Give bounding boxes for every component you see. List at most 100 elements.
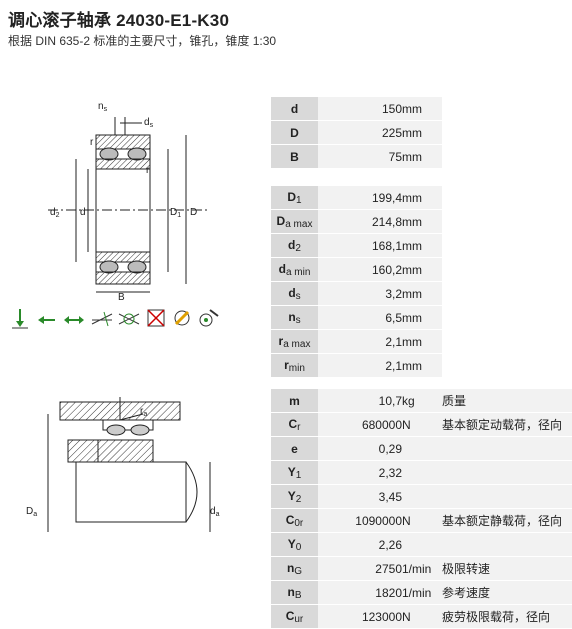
param-symbol: D bbox=[287, 189, 297, 204]
param-subscript: s bbox=[295, 314, 301, 326]
param-symbol: Y bbox=[287, 488, 296, 503]
param-value: 150 bbox=[318, 97, 402, 121]
param-symbol: C bbox=[285, 608, 295, 623]
param-name: d bbox=[271, 97, 318, 121]
label-ns: ns bbox=[98, 101, 108, 113]
bearing-dimension-drawing: ns ds r r d2 d D1 D B bbox=[8, 97, 240, 302]
param-symbol: B bbox=[290, 149, 299, 164]
param-subscript: 0 bbox=[295, 541, 302, 553]
label-Da: Da bbox=[26, 506, 37, 518]
param-name: nB bbox=[271, 580, 318, 605]
param-unit: mm bbox=[402, 329, 442, 354]
param-value: 199,4 bbox=[318, 186, 402, 210]
param-value: 2750 bbox=[318, 556, 402, 581]
param-value: 75 bbox=[318, 144, 402, 169]
param-subscript: G bbox=[294, 565, 303, 577]
param-name: Y0 bbox=[271, 532, 318, 557]
param-value: 168,1 bbox=[318, 233, 402, 258]
not-separable-icon bbox=[147, 309, 165, 327]
param-unit: mm bbox=[402, 144, 442, 169]
param-subscript: ur bbox=[294, 613, 304, 625]
param-name: Y2 bbox=[271, 484, 318, 509]
param-subscript: s bbox=[295, 290, 301, 302]
param-name: C0r bbox=[271, 508, 318, 533]
param-value: 2,1 bbox=[318, 353, 402, 378]
param-unit: mm bbox=[402, 305, 442, 330]
param-symbol: Y bbox=[287, 536, 296, 551]
param-subscript: a max bbox=[285, 218, 313, 230]
param-name: Cur bbox=[271, 604, 318, 629]
param-description: 基本额定静载荷，径向 bbox=[442, 508, 572, 533]
axial-load-both-icon bbox=[64, 316, 84, 324]
bearing-dimension-drawing-panel: ns ds r r d2 d D1 D B bbox=[8, 97, 240, 302]
param-name: B bbox=[271, 144, 318, 169]
param-unit: mm bbox=[402, 233, 442, 258]
param-subscript: min bbox=[288, 362, 305, 374]
label-r-right: r bbox=[146, 165, 150, 176]
param-symbol: C bbox=[288, 416, 298, 431]
param-name: Da max bbox=[271, 209, 318, 234]
label-D: D bbox=[190, 207, 197, 218]
param-value: 2,26 bbox=[318, 532, 402, 557]
param-unit: kg bbox=[402, 389, 442, 413]
param-name: D1 bbox=[271, 186, 318, 210]
misalignment-icon bbox=[91, 311, 113, 327]
mounting-dimension-drawing-panel: ra Da da bbox=[8, 342, 240, 600]
param-value: 1820 bbox=[318, 580, 402, 605]
param-symbol: D bbox=[276, 213, 286, 228]
page-title: 调心滚子轴承 24030-E1-K30 bbox=[8, 11, 230, 30]
param-value: 3,45 bbox=[318, 484, 402, 509]
param-symbol: d bbox=[288, 285, 296, 300]
param-symbol: d bbox=[290, 101, 299, 116]
param-subscript: B bbox=[294, 589, 302, 601]
param-name: m bbox=[271, 389, 318, 413]
param-name: Y1 bbox=[271, 460, 318, 485]
label-da: da bbox=[210, 506, 220, 518]
label-ds: ds bbox=[144, 117, 154, 129]
param-name: e bbox=[271, 436, 318, 461]
param-unit: mm bbox=[402, 97, 442, 121]
label-r-top: r bbox=[90, 137, 94, 148]
param-unit bbox=[402, 460, 442, 485]
param-symbol: r bbox=[284, 357, 289, 372]
param-unit: mm bbox=[402, 186, 442, 210]
param-unit bbox=[402, 484, 442, 509]
param-description bbox=[442, 460, 572, 485]
param-unit: N bbox=[402, 508, 442, 533]
param-name: D bbox=[271, 120, 318, 145]
tapered-bore-icon bbox=[199, 309, 219, 327]
param-name: ra max bbox=[271, 329, 318, 354]
axial-load-left-icon bbox=[38, 316, 55, 324]
param-subscript: 2 bbox=[295, 242, 301, 254]
param-subscript: a min bbox=[285, 266, 311, 278]
param-unit: N bbox=[402, 604, 442, 629]
label-D1: D1 bbox=[170, 207, 181, 219]
param-symbol: d bbox=[288, 237, 296, 252]
param-symbol: Y bbox=[287, 464, 296, 479]
param-value: 6,5 bbox=[318, 305, 402, 330]
param-unit: 1/min bbox=[402, 556, 442, 581]
param-value: 680000 bbox=[318, 412, 402, 437]
param-symbol: e bbox=[291, 441, 298, 456]
param-unit bbox=[402, 436, 442, 461]
param-subscript: 1 bbox=[295, 469, 302, 481]
label-d2: d2 bbox=[50, 207, 60, 219]
param-name: d2 bbox=[271, 233, 318, 258]
param-description: 疲劳极限载荷，径向 bbox=[442, 604, 572, 629]
param-value: 160,2 bbox=[318, 257, 402, 282]
param-unit: N bbox=[402, 412, 442, 437]
param-value: 2,32 bbox=[318, 460, 402, 485]
